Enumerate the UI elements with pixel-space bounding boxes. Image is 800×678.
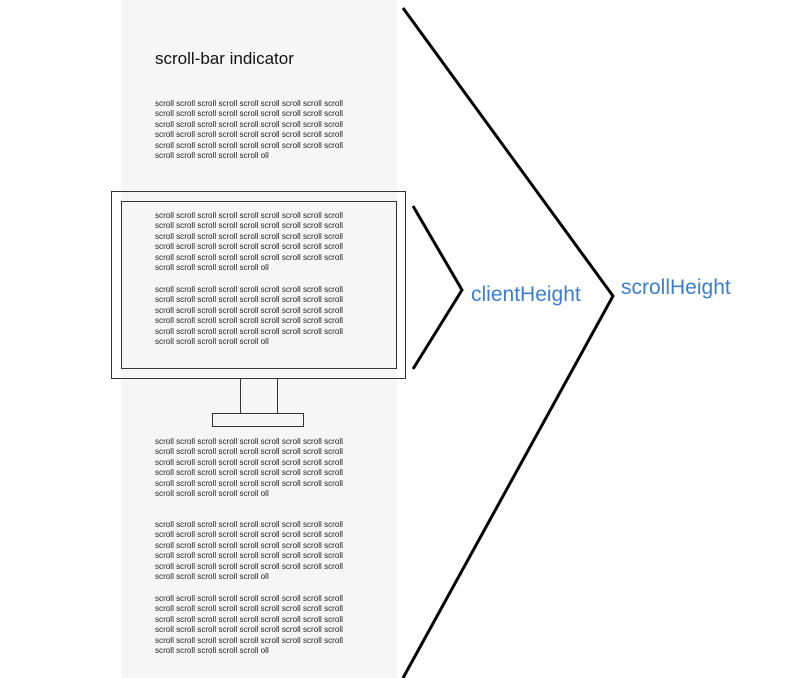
paragraph-in-viewport-2: scroll scroll scroll scroll scroll scrol… bbox=[155, 285, 343, 347]
client-height-label: clientHeight bbox=[471, 283, 581, 306]
scroll-height-label: scrollHeight bbox=[621, 276, 731, 299]
paragraph-in-viewport-1: scroll scroll scroll scroll scroll scrol… bbox=[155, 211, 343, 273]
monitor-neck bbox=[240, 379, 278, 413]
paragraph-below-viewport-3: scroll scroll scroll scroll scroll scrol… bbox=[155, 594, 343, 656]
scrollable-document bbox=[121, 0, 397, 678]
paragraph-below-viewport-2: scroll scroll scroll scroll scroll scrol… bbox=[155, 520, 343, 582]
monitor-base bbox=[212, 413, 304, 427]
paragraph-above-viewport: scroll scroll scroll scroll scroll scrol… bbox=[155, 99, 343, 161]
client-height-bracket bbox=[411, 205, 464, 370]
document-title: scroll-bar indicator bbox=[155, 49, 294, 68]
paragraph-below-viewport-1: scroll scroll scroll scroll scroll scrol… bbox=[155, 437, 343, 499]
monitor-screen-viewport bbox=[121, 201, 397, 369]
scroll-height-bracket bbox=[401, 7, 615, 678]
